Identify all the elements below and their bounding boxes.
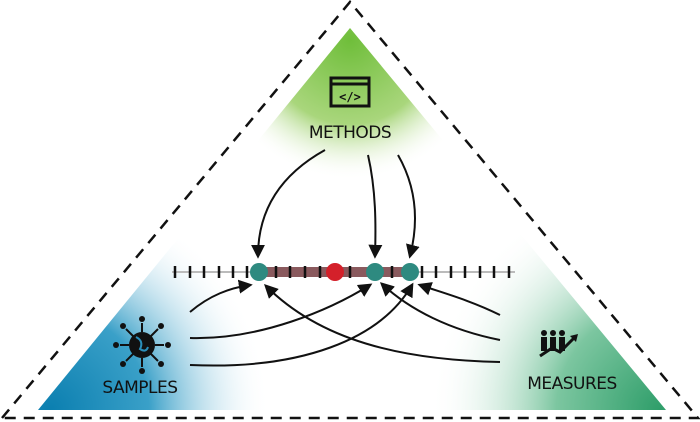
svg-text:</>: </> bbox=[339, 90, 361, 104]
samples-label: SAMPLES bbox=[102, 378, 177, 398]
estimate-dot bbox=[366, 263, 384, 281]
arrows bbox=[189, 149, 501, 367]
code-window-icon: </> bbox=[329, 76, 371, 108]
measures-label: MEASURES bbox=[527, 374, 617, 394]
estimate-dot bbox=[401, 263, 419, 281]
globe-people-icon bbox=[113, 316, 171, 374]
scale-axis bbox=[172, 263, 515, 281]
estimate-dot bbox=[250, 263, 268, 281]
people-growth-icon bbox=[539, 330, 578, 358]
methods-label: METHODS bbox=[309, 123, 391, 143]
true-value-dot bbox=[326, 263, 344, 281]
